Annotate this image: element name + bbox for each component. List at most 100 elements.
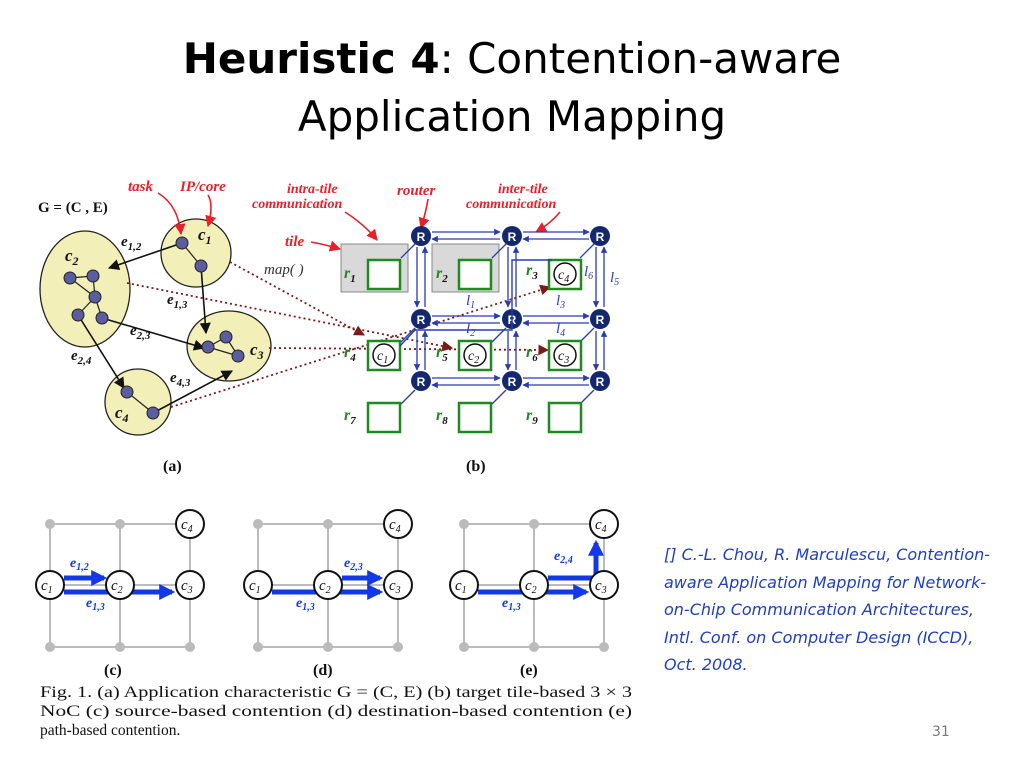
core-label-c2: c2 <box>65 246 79 268</box>
tile-label-r7: r7 <box>344 407 356 427</box>
svg-text:c2: c2 <box>468 349 479 366</box>
tile-label-r3: r3 <box>526 262 538 282</box>
title-line-1: Heuristic 4: Contention-aware <box>0 30 1024 88</box>
contention-path <box>399 259 552 347</box>
svg-text:c1: c1 <box>41 578 53 596</box>
svg-text:c4: c4 <box>558 268 569 285</box>
core-region-c4 <box>104 368 172 436</box>
router-7: R <box>411 371 431 391</box>
panel-c-core-3: c3 <box>175 570 205 600</box>
router-9: R <box>590 371 610 391</box>
caption-line-2: NoC (c) source-based contention (d) dest… <box>40 703 632 720</box>
panel-e: c1 c2 c3 c4 e2,4 e1,3 (e) <box>449 509 619 679</box>
annotation-task: task <box>128 179 154 195</box>
router-3: R <box>590 226 610 246</box>
panel-c-core-4: c4 <box>175 509 205 539</box>
svg-text:c3: c3 <box>595 578 607 596</box>
title-rest: : Contention-aware <box>439 34 842 83</box>
task-nodes <box>63 236 245 420</box>
tile-r9 <box>547 401 583 434</box>
links <box>400 228 608 405</box>
tile-labels: r1 r2 r3 r4 r5 r6 r7 r8 r9 <box>344 262 538 427</box>
graph-label: G = (C , E) <box>38 200 108 216</box>
panel-d-core-1: c1 <box>243 570 273 600</box>
tile-label-r8: r8 <box>436 407 448 427</box>
mapped-c4: c4 <box>553 262 577 286</box>
panel-e-core-2: c2 <box>519 570 549 600</box>
link-label-l2: l2 <box>466 321 475 339</box>
router-8: R <box>502 371 522 391</box>
link-label-l3: l3 <box>556 293 565 311</box>
panel-e-edge-top: e2,4 <box>554 549 573 566</box>
svg-text:c3: c3 <box>389 578 401 596</box>
edge-1-3 <box>199 265 211 335</box>
panel-e-core-3: c3 <box>589 570 619 600</box>
edge-2-3 <box>101 317 206 351</box>
link-label-l6: l6 <box>584 264 593 282</box>
edge-4-3 <box>152 370 233 414</box>
annotation-inter-tile: inter-tile <box>498 182 548 197</box>
svg-text:c2: c2 <box>319 578 331 596</box>
tile-label-r9: r9 <box>526 407 538 427</box>
edge-label-2-4: e2,4 <box>71 348 92 367</box>
panel-e-core-4: c4 <box>589 509 619 539</box>
svg-text:c4: c4 <box>595 517 607 535</box>
edge-label-2-3: e2,3 <box>130 323 151 342</box>
annotation-intra-tile-2: communication <box>252 197 342 212</box>
router-1: R <box>411 226 431 246</box>
link-labels: l1 l2 l3 l4 l5 l6 <box>466 264 619 339</box>
panel-c: c1 c2 c3 c4 e1,2 e1,3 (c) <box>35 509 205 679</box>
annotation-map: map( ) <box>264 262 304 278</box>
core-label-c4: c4 <box>115 403 129 425</box>
core-region-c1 <box>160 218 232 288</box>
edges <box>77 242 233 414</box>
panel-e-core-1: c1 <box>449 570 479 600</box>
edge-label-1-3: e1,3 <box>167 292 188 311</box>
annotation-tile: tile <box>285 234 305 250</box>
svg-text:c2: c2 <box>111 578 123 596</box>
mapped-c3: c3 <box>553 343 577 367</box>
panel-c-core-1: c1 <box>35 570 65 600</box>
mapped-c1: c1 <box>372 343 396 367</box>
panel-d-core-4: c4 <box>383 509 413 539</box>
panel-d-edge-bottom: e1,3 <box>296 596 315 613</box>
tile-r2 <box>457 258 493 291</box>
edge-label-1-2: e1,2 <box>121 234 142 253</box>
annotation-inter-tile-2: communication <box>466 197 556 212</box>
link-label-l4: l4 <box>556 321 565 339</box>
tile-label-r5: r5 <box>436 344 448 364</box>
map-c3 <box>268 344 550 356</box>
sublabel-a: (a) <box>163 458 182 475</box>
svg-text:c3: c3 <box>181 578 193 596</box>
svg-text:R: R <box>508 230 517 244</box>
sublabel-d: (d) <box>313 662 333 679</box>
edge-label-4-3: e4,3 <box>170 370 191 389</box>
title-line-2: Application Mapping <box>297 92 727 141</box>
edge-2-4 <box>77 314 125 389</box>
application-graph: G = (C , E) <box>38 200 272 436</box>
panel-d-core-3: c3 <box>383 570 413 600</box>
annotation-router: router <box>397 183 436 199</box>
svg-text:c1: c1 <box>249 578 261 596</box>
svg-text:c1: c1 <box>377 349 388 366</box>
slide-title: Heuristic 4: Contention-aware Applicatio… <box>0 30 1024 146</box>
panel-c-edge-top: e1,2 <box>70 556 89 573</box>
tile-label-r6: r6 <box>526 344 538 364</box>
core-label-c3: c3 <box>250 340 264 362</box>
sublabel-e: (e) <box>520 662 538 679</box>
svg-text:c4: c4 <box>389 517 401 535</box>
title-bold: Heuristic 4 <box>182 34 440 83</box>
svg-text:c2: c2 <box>525 578 537 596</box>
svg-text:R: R <box>508 375 517 389</box>
annotation-intra-tile: intra-tile <box>287 182 338 197</box>
svg-text:R: R <box>417 375 426 389</box>
svg-text:R: R <box>596 230 605 244</box>
panel-d-core-2: c2 <box>313 570 343 600</box>
tile-label-r1: r1 <box>344 265 356 285</box>
panel-c-core-2: c2 <box>105 570 135 600</box>
tile-r8 <box>457 401 493 434</box>
figure-caption: Fig. 1. (a) Application characteristic G… <box>40 684 632 739</box>
caption-line-1: Fig. 1. (a) Application characteristic G… <box>40 684 632 701</box>
svg-text:R: R <box>596 313 605 327</box>
